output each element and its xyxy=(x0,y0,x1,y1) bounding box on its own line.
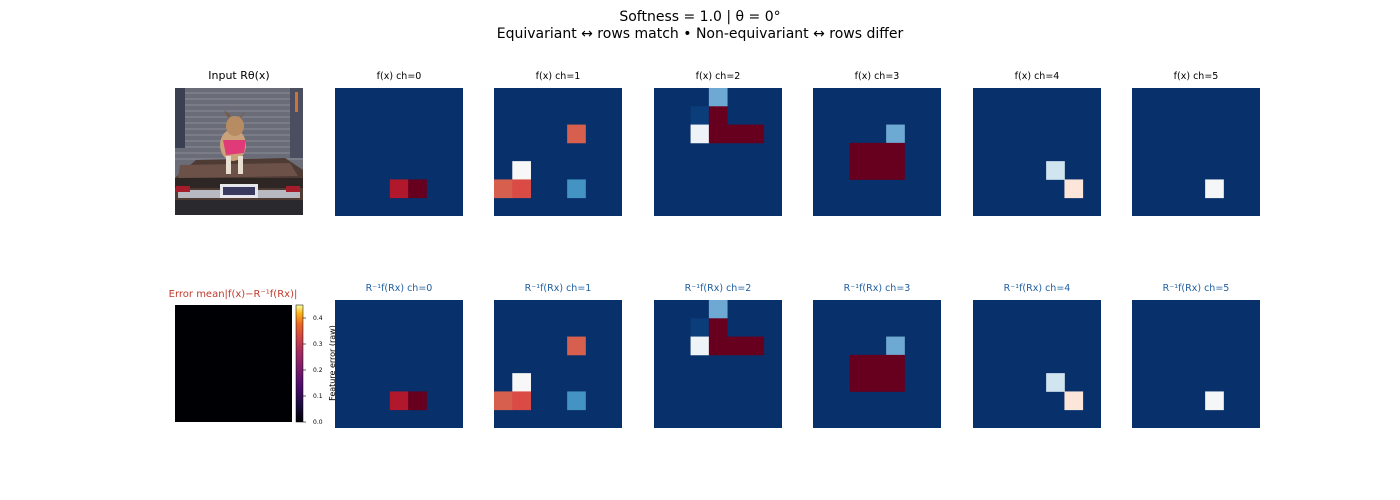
fx-heatmap-ch3 xyxy=(813,88,941,216)
heatmap-cell xyxy=(886,354,905,374)
heatmap-cell xyxy=(708,106,728,125)
colorbar-tick-label: 0.4 xyxy=(313,315,323,322)
figure-subtitle: Equivariant ↔ rows match • Non-equivaria… xyxy=(497,26,904,42)
heatmap-cell xyxy=(708,336,728,356)
heatmap-background xyxy=(1132,88,1260,216)
heatmap-cell xyxy=(512,179,531,199)
heatmap-cell xyxy=(867,142,887,162)
fx-panel-title-ch2: f(x) ch=2 xyxy=(696,71,741,82)
rinv-f-rx-panel-title-ch0: R⁻¹f(Rx) ch=0 xyxy=(366,283,433,294)
dog-bandana xyxy=(223,140,246,155)
rinv-f-rx-heatmap-ch3 xyxy=(813,300,941,428)
heatmap-cell xyxy=(567,179,586,199)
fx-heatmap-ch4 xyxy=(973,88,1101,216)
heatmap-cell xyxy=(1046,161,1065,180)
rinv-f-rx-heatmap-ch5 xyxy=(1132,300,1260,428)
heatmap-cell xyxy=(849,142,869,162)
rinv-f-rx-panel-title-ch1: R⁻¹f(Rx) ch=1 xyxy=(525,283,592,294)
fx-panel-title-ch5: f(x) ch=5 xyxy=(1174,71,1219,82)
fx-heatmap-ch0 xyxy=(335,88,463,216)
heatmap-cell xyxy=(690,336,710,356)
heatmap-cell xyxy=(867,161,887,180)
rinv-f-rx-heatmap-ch4 xyxy=(973,300,1101,428)
fx-heatmap-ch2 xyxy=(654,88,782,216)
heatmap-cell xyxy=(745,336,765,356)
heatmap-cell xyxy=(1205,391,1224,411)
heatmap-cell xyxy=(408,391,427,411)
heatmap-cell xyxy=(389,391,409,411)
rinv-f-rx-panel-title-ch3: R⁻¹f(Rx) ch=3 xyxy=(844,283,911,294)
colorbar-tick-label: 0.0 xyxy=(313,419,323,426)
colorbar-ticks: 0.0 0.1 0.2 0.3 0.4 xyxy=(303,315,323,426)
heatmap-cell xyxy=(886,142,905,162)
heatmap-cell xyxy=(886,373,905,392)
fx-panel-title-ch3: f(x) ch=3 xyxy=(855,71,900,82)
heatmap-cell xyxy=(727,336,746,356)
rinv-f-rx-panel-title-ch2: R⁻¹f(Rx) ch=2 xyxy=(685,283,752,294)
heatmap-cell xyxy=(867,354,887,374)
heatmap-cell xyxy=(389,179,409,199)
heatmap-cell xyxy=(708,124,728,144)
heatmap-cell xyxy=(745,124,765,144)
heatmap-background xyxy=(1132,300,1260,428)
rinv-f-rx-panel-title-ch4: R⁻¹f(Rx) ch=4 xyxy=(1004,283,1071,294)
heatmap-cell xyxy=(849,161,869,180)
heatmap-cell xyxy=(1205,179,1224,199)
heatmap-cell xyxy=(494,179,513,199)
heatmap-cell xyxy=(886,161,905,180)
feature-heatmaps: f(x) ch=0 f(x) ch=1 f(x) ch=2 f(x) ch=3 f(x)… xyxy=(335,71,1260,428)
heatmap-cell xyxy=(886,336,905,356)
fx-panel-title-ch1: f(x) ch=1 xyxy=(536,71,581,82)
heatmap-cell xyxy=(567,336,586,356)
heatmap-cell xyxy=(727,124,746,144)
heatmap-cell xyxy=(567,391,586,411)
fx-panel-title-ch0: f(x) ch=0 xyxy=(377,71,422,82)
rinv-f-rx-heatmap-ch0 xyxy=(335,300,463,428)
heatmap-cell xyxy=(512,391,531,411)
figure-title: Softness = 1.0 | θ = 0° xyxy=(619,9,780,25)
heatmap-cell xyxy=(512,161,531,180)
heatmap-cell xyxy=(849,373,869,392)
colorbar-tick-label: 0.1 xyxy=(313,393,323,400)
input-image xyxy=(175,88,303,215)
fx-heatmap-ch5 xyxy=(1132,88,1260,216)
heatmap-cell xyxy=(708,300,728,319)
colorbar xyxy=(295,304,304,423)
error-panel-title: Error mean|f(x)−R⁻¹f(Rx)| xyxy=(169,289,298,300)
error-map xyxy=(175,305,292,422)
colorbar-tick-label: 0.3 xyxy=(313,341,323,348)
fx-panel-title-ch4: f(x) ch=4 xyxy=(1015,71,1060,82)
heatmap-cell xyxy=(708,88,728,107)
heatmap-cell xyxy=(494,391,513,411)
rinv-f-rx-panel-title-ch5: R⁻¹f(Rx) ch=5 xyxy=(1163,283,1230,294)
rinv-f-rx-heatmap-ch1 xyxy=(494,300,622,428)
heatmap-cell xyxy=(1064,391,1084,411)
colorbar-tick-label: 0.2 xyxy=(313,367,323,374)
heatmap-cell xyxy=(849,354,869,374)
heatmap-cell xyxy=(512,373,531,392)
heatmap-cell xyxy=(1064,179,1084,199)
heatmap-cell xyxy=(690,318,710,337)
heatmap-cell xyxy=(886,124,905,144)
heatmap-cell xyxy=(567,124,586,144)
heatmap-cell xyxy=(690,124,710,144)
heatmap-cell xyxy=(867,373,887,392)
heatmap-cell xyxy=(1046,373,1065,392)
heatmap-cell xyxy=(708,318,728,337)
rinv-f-rx-heatmap-ch2 xyxy=(654,300,782,428)
colorbar-label: Feature error (raw) xyxy=(328,325,337,401)
fx-heatmap-ch1 xyxy=(494,88,622,216)
heatmap-cell xyxy=(690,106,710,125)
heatmap-cell xyxy=(408,179,427,199)
input-panel-title: Input Rθ(x) xyxy=(208,69,269,82)
